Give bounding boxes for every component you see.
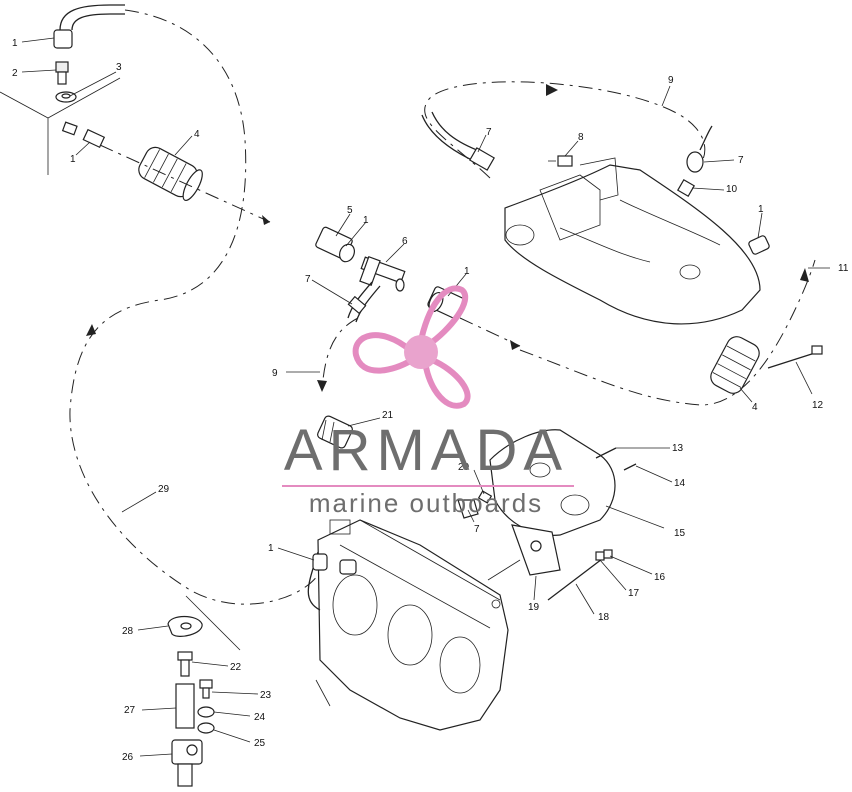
bellows-part-4-left [138, 146, 203, 202]
nut-part-17 [595, 551, 605, 561]
elbow-part-7-lower [457, 499, 479, 519]
screw-part-23 [199, 679, 213, 699]
route-line-main [69, 9, 319, 605]
upper-engine-block [504, 157, 761, 325]
callout-8: 8 [578, 132, 584, 143]
callout-21: 21 [382, 410, 394, 421]
callout-16: 16 [654, 572, 666, 583]
callout-4: 4 [194, 129, 200, 140]
callout-11: 11 [838, 263, 849, 274]
hose-part-5 [315, 226, 355, 263]
callout-5: 5 [347, 205, 353, 216]
callout-12: 12 [812, 400, 824, 411]
callout-1: 1 [464, 266, 470, 277]
callout-13: 13 [672, 443, 684, 454]
lower-engine-block [185, 519, 509, 731]
nut-part-25 [197, 722, 215, 734]
callout-9: 9 [272, 368, 278, 379]
top-left-hose [53, 4, 125, 49]
callout-3: 3 [116, 62, 122, 73]
fitting-part-20 [477, 490, 493, 504]
callout-17: 17 [628, 588, 640, 599]
hose-part-7-right [686, 125, 713, 173]
propeller-blade-bottom [421, 356, 471, 409]
callout-10: 10 [726, 184, 738, 195]
bracket-part-19 [511, 524, 561, 576]
callout-27: 27 [124, 705, 136, 716]
callout-19: 19 [528, 602, 540, 613]
callout-9: 9 [668, 75, 674, 86]
callout-4: 4 [752, 402, 758, 413]
callout-24: 24 [254, 712, 266, 723]
callout-7: 7 [738, 155, 744, 166]
callout-1: 1 [363, 215, 369, 226]
washer-part-3 [55, 91, 77, 103]
callout-25: 25 [254, 738, 266, 749]
probe-part-12 [767, 345, 823, 369]
elbow-part-7-centre [347, 281, 381, 323]
tee-fitting-part-6 [359, 255, 406, 292]
callout-29: 29 [158, 484, 170, 495]
route-line-lower [519, 259, 816, 406]
callout-7: 7 [486, 127, 492, 138]
callout-1: 1 [70, 154, 76, 165]
washer-part-24 [197, 706, 215, 718]
propeller-hub [404, 335, 438, 369]
callout-6: 6 [402, 236, 408, 247]
route-line-part-9-top [424, 81, 706, 179]
propeller-blade-top [416, 285, 469, 348]
fitting-part-8 [548, 155, 573, 167]
callout-28: 28 [122, 626, 134, 637]
bolt-part-18 [547, 555, 607, 601]
coupler-part-21 [317, 415, 353, 449]
callout-14: 14 [674, 478, 686, 489]
bolt-part-13 [595, 447, 617, 459]
fitting-part-10 [676, 178, 696, 198]
propeller-blade-left [352, 332, 416, 374]
exhaust-manifold [489, 429, 616, 536]
callout-numbers: 1 2 3 1 4 5 1 6 7 1 9 7 8 7 10 1 11 9 21… [12, 38, 849, 763]
clip-part-28 [167, 615, 203, 637]
callout-26: 26 [122, 752, 134, 763]
callout-1: 1 [12, 38, 18, 49]
spring-part-27 [175, 683, 195, 729]
tube-pieces-part-1 [61, 121, 106, 149]
leader-bracket [487, 559, 521, 581]
route-line-part-9-left [321, 317, 359, 391]
callout-18: 18 [598, 612, 610, 623]
callout-15: 15 [674, 528, 686, 539]
route-line-centre [459, 317, 521, 347]
brand-tagline: marine outboards [309, 488, 543, 518]
leader-lines [21, 37, 813, 757]
callout-20: 20 [458, 462, 470, 473]
callout-2: 2 [12, 68, 18, 79]
watermark: ARMADA marine outboards [282, 285, 574, 518]
callout-7: 7 [474, 524, 480, 535]
screw-part-22 [177, 651, 193, 677]
callout-1: 1 [758, 204, 764, 215]
corner-reference-lines [0, 77, 121, 175]
hose-part-7-top [421, 111, 495, 171]
callout-22: 22 [230, 662, 242, 673]
callout-23: 23 [260, 690, 272, 701]
brand-wordmark: ARMADA [284, 418, 568, 483]
sensor-part-26 [171, 739, 203, 787]
callout-1: 1 [268, 543, 274, 554]
fitting-part-2 [55, 61, 69, 85]
route-line-left-arrow [99, 144, 271, 223]
hose-part-1-right [748, 235, 770, 255]
bolt-part-14 [623, 463, 637, 471]
hose-part-1-lower [307, 551, 357, 611]
propeller-logo-icon [352, 285, 471, 409]
nut-part-16 [603, 549, 613, 559]
bellows-part-4-right [710, 336, 760, 394]
callout-7: 7 [305, 274, 311, 285]
